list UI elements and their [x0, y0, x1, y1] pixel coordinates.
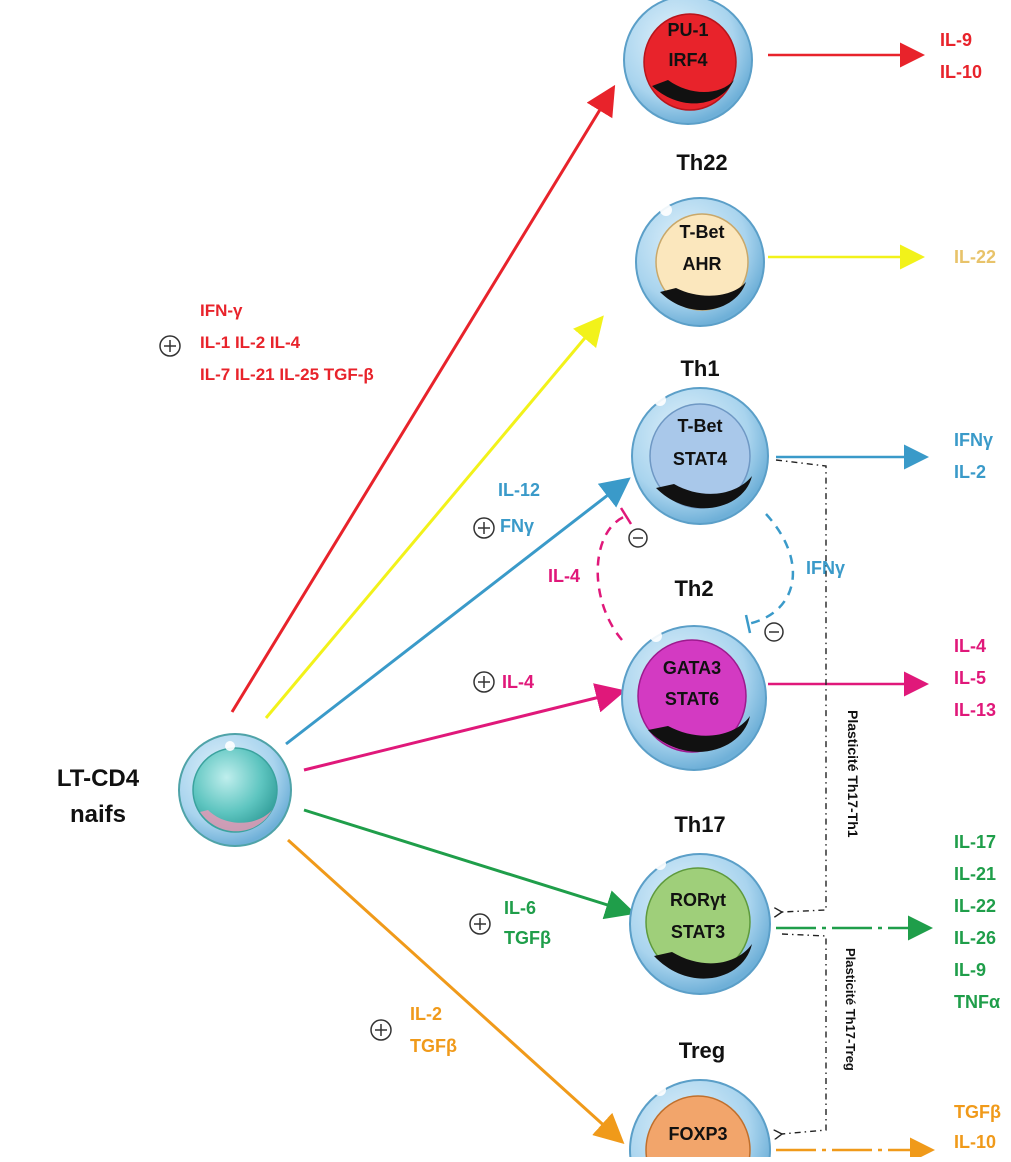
cell-treg	[629, 1079, 771, 1162]
tf-th2-1: GATA3	[663, 658, 721, 678]
cell-th1	[631, 387, 769, 525]
outputs-th1: IFNγ IL-2	[954, 430, 993, 482]
output-th2-1: IL-4	[954, 636, 986, 656]
arrow-naive-to-th9	[230, 84, 616, 713]
output-treg-1: TGFβ	[954, 1102, 1001, 1122]
outputs-th17: IL-17 IL-21 IL-22 IL-26 IL-9 TNFα	[954, 832, 1000, 1012]
outputs-th9: IL-9 IL-10	[940, 30, 982, 82]
cell-th17	[629, 853, 771, 995]
inducer-th9-3: IL-7 IL-21 IL-25 TGF-β	[200, 365, 374, 384]
output-th17-4: IL-26	[954, 928, 996, 948]
outputs-treg: TGFβ IL-10	[954, 1102, 1001, 1152]
tf-th1-1: T-Bet	[678, 416, 723, 436]
output-th17-2: IL-21	[954, 864, 996, 884]
inducers-th17: IL-6 TGFβ	[469, 898, 551, 948]
output-th1-2: IL-2	[954, 462, 986, 482]
inducers-th2: IL-4	[473, 671, 534, 693]
cell-th22	[635, 197, 765, 327]
naive-label-line2: naifs	[70, 801, 126, 828]
inducer-treg-2: TGFβ	[410, 1036, 457, 1056]
inducers-th9: IFN-γ IL-1 IL-2 IL-4 IL-7 IL-21 IL-25 TG…	[159, 301, 374, 384]
naive-label-line1: LT-CD4	[57, 765, 140, 792]
arrow-naive-to-treg	[286, 838, 625, 1145]
cell-title-th17: Th17	[674, 812, 725, 837]
ifng-inhibition-bar	[744, 614, 752, 634]
ifng-inhibition-label: IFNγ	[806, 558, 845, 578]
inducer-th9-1: IFN-γ	[200, 301, 243, 320]
cell-th2	[621, 625, 767, 771]
output-th22-1: IL-22	[954, 247, 996, 267]
tf-th9-2: IRF4	[668, 50, 707, 70]
output-th17-3: IL-22	[954, 896, 996, 916]
arrow-naive-to-th17	[303, 808, 636, 920]
inducer-th17-2: TGFβ	[504, 928, 551, 948]
tf-treg-1: FOXP3	[668, 1124, 727, 1144]
output-th9-2: IL-10	[940, 62, 982, 82]
cell-naive	[178, 733, 292, 847]
cell-title-th1: Th1	[680, 356, 719, 381]
inducer-treg-1: IL-2	[410, 1004, 442, 1024]
output-th17-1: IL-17	[954, 832, 996, 852]
il4-inhibition-bar	[619, 507, 633, 525]
inducers-treg: IL-2 TGFβ	[370, 1004, 457, 1056]
ifng-inhibition-arc	[747, 513, 795, 626]
tf-th17-2: STAT3	[671, 922, 725, 942]
cell-title-th22: Th22	[676, 150, 727, 175]
output-th9-1: IL-9	[940, 30, 972, 50]
output-th2-3: IL-13	[954, 700, 996, 720]
arrow-naive-to-th1	[285, 477, 631, 746]
arrow-naive-to-th22	[264, 315, 604, 719]
outputs-th2: IL-4 IL-5 IL-13	[954, 636, 996, 720]
inducer-th9-2: IL-1 IL-2 IL-4	[200, 333, 301, 352]
arrow-naive-to-th2	[303, 683, 626, 772]
plasticity-th17-th1-label: Plasticité Th17-Th1	[845, 710, 861, 838]
tf-th2-2: STAT6	[665, 689, 719, 709]
tf-th17-1: RORγt	[670, 890, 726, 910]
inducer-th1-1: IL-12	[498, 480, 540, 500]
tf-th9-1: PU-1	[667, 20, 708, 40]
outputs-th22: IL-22	[954, 247, 996, 267]
il4-inhibition-label: IL-4	[548, 566, 580, 586]
il4-inhibition-arc	[596, 514, 627, 641]
inducer-th17-1: IL-6	[504, 898, 536, 918]
plasticity-th17-treg-line	[782, 933, 827, 1134]
output-th1-1: IFNγ	[954, 430, 993, 450]
tf-th1-2: STAT4	[673, 449, 727, 469]
output-th17-5: IL-9	[954, 960, 986, 980]
cell-title-th2: Th2	[674, 576, 713, 601]
minus-icon-th2	[764, 622, 784, 642]
plasticity-th17-th1-line	[776, 459, 827, 912]
plasticity-th17-treg-label: Plasticité Th17-Treg	[843, 948, 858, 1071]
cell-title-treg: Treg	[679, 1038, 725, 1063]
output-treg-2: IL-10	[954, 1132, 996, 1152]
tf-th22-1: T-Bet	[680, 222, 725, 242]
inducer-th2-1: IL-4	[502, 672, 534, 692]
cell-th9	[623, 0, 753, 125]
inducer-th1-2: FNγ	[500, 516, 534, 536]
output-th2-2: IL-5	[954, 668, 986, 688]
minus-icon-th1	[628, 528, 648, 548]
tf-th22-2: AHR	[683, 254, 722, 274]
inducers-th1: IL-12 FNγ	[473, 480, 540, 539]
output-th17-6: TNFα	[954, 992, 1000, 1012]
